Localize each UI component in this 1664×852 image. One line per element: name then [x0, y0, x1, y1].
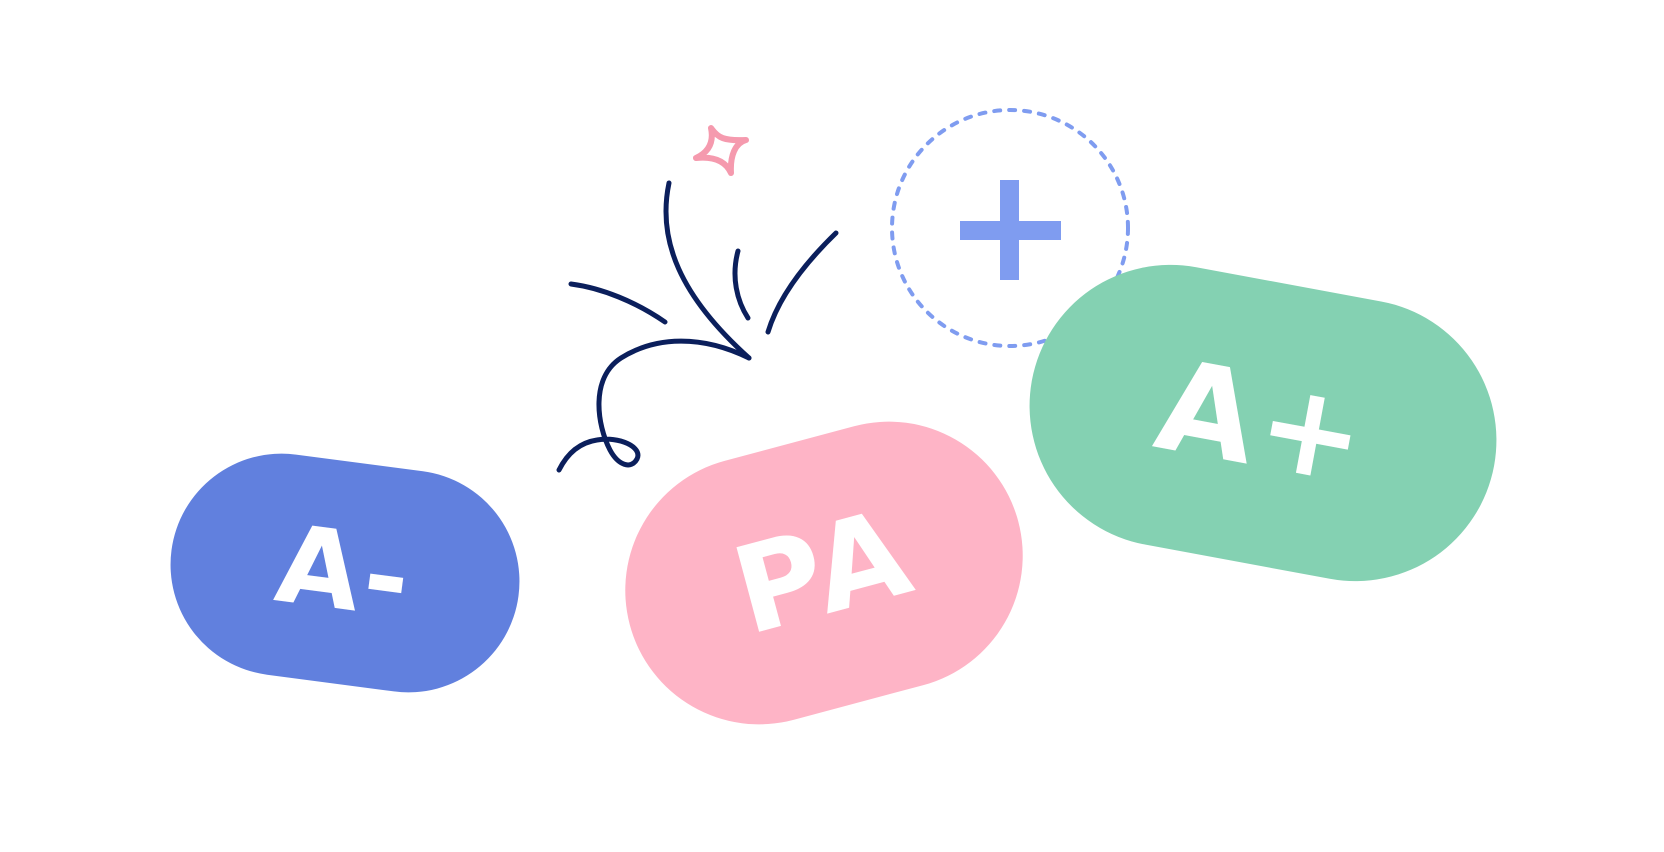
plus-icon	[960, 180, 1061, 280]
dashed-circle	[890, 108, 1130, 348]
badge-a-minus-label: A-	[269, 501, 421, 644]
swirl-arrow-icon	[556, 180, 839, 473]
sparkle-icon	[693, 125, 749, 176]
badge-pa-label: PA	[720, 482, 928, 663]
badge-a-plus-label: A+	[1145, 331, 1381, 515]
